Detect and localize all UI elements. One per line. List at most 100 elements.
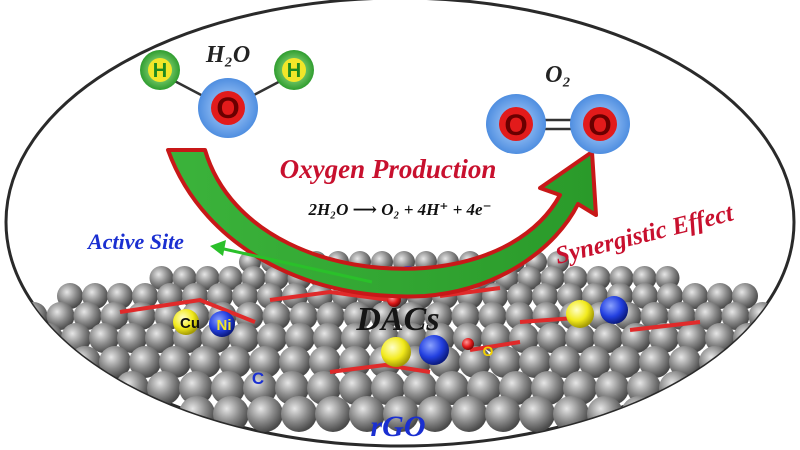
carbon-atom: [247, 396, 283, 432]
carbon-atom: [705, 323, 735, 353]
atom-o-label: O: [216, 92, 239, 125]
carbon-atom: [609, 346, 641, 378]
carbon-atom: [649, 323, 679, 353]
carbon-atom: [691, 371, 725, 405]
carbon-atom: [281, 396, 317, 432]
carbon-atom: [748, 302, 777, 330]
active-site-pointer-icon: [210, 240, 373, 284]
carbon-atom: [489, 346, 521, 378]
oxygen-small-label: O: [483, 343, 494, 359]
carbon-atom: [285, 323, 315, 353]
atom-h-right-label: H: [287, 60, 301, 82]
carbon-atom: [682, 283, 708, 309]
carbon-atom: [721, 302, 750, 330]
carbon-atom: [532, 283, 558, 309]
carbon-atom: [553, 396, 589, 432]
carbon-atom: [343, 302, 372, 330]
carbon-atom: [640, 302, 669, 330]
carbon-atom: [262, 302, 291, 330]
atom-h-left-label: H: [153, 60, 167, 82]
water-label: H₂O: [205, 42, 250, 68]
oxygen-production-label: Oxygen Production: [280, 154, 497, 184]
carbon-atom: [89, 323, 119, 353]
carbon-atom: [315, 396, 351, 432]
carbon-atom: [279, 346, 311, 378]
carbon-atom: [424, 302, 453, 330]
carbon-atom: [316, 302, 345, 330]
carbon-atom: [657, 283, 683, 309]
carbon-atom: [257, 323, 287, 353]
carbon-atom: [211, 371, 245, 405]
carbon-atom: [383, 396, 419, 432]
carbon-atom: [371, 371, 405, 405]
carbon-atom: [99, 346, 131, 378]
carbon-atom: [307, 283, 333, 309]
carbon-atom: [451, 302, 480, 330]
cu-ni-pair-left: [173, 309, 235, 337]
carbon-atom: [699, 346, 731, 378]
carbon-atom: [129, 346, 161, 378]
water-molecule-icon: H H O: [140, 50, 314, 138]
carbon-atom: [694, 302, 723, 330]
active-site-label: Active Site: [86, 229, 184, 254]
carbon-atom: [349, 396, 385, 432]
carbon-atom: [621, 323, 651, 353]
carbon-atom: [537, 323, 567, 353]
carbon-atom: [532, 302, 561, 330]
carbon-atom: [485, 396, 521, 432]
carbon-atom: [33, 323, 63, 353]
carbon-atom: [519, 396, 555, 432]
carbon-atom: [632, 266, 657, 290]
carbon-atom: [509, 323, 539, 353]
carbon-atom: [669, 346, 701, 378]
carbon-label: C: [252, 369, 264, 388]
reaction-equation: 2H₂O ⟶ O₂ + 4H⁺ + 4e⁻: [307, 200, 491, 219]
carbon-atom: [677, 323, 707, 353]
carbon-atom: [593, 323, 623, 353]
carbon-atom: [370, 302, 399, 330]
carbon-atom: [145, 323, 175, 353]
carbon-atom: [213, 396, 249, 432]
carbon-atom: [195, 266, 220, 290]
carbon-atom: [467, 371, 501, 405]
carbon-atom: [115, 371, 149, 405]
carbon-atom: [289, 302, 318, 330]
dacs-label: DACs: [355, 301, 439, 338]
carbon-atom: [579, 346, 611, 378]
carbon-atom: [249, 346, 281, 378]
carbon-atom: [729, 346, 761, 378]
carbon-atom: [39, 346, 71, 378]
carbon-atom: [6, 323, 35, 353]
carbon-atom: [117, 323, 147, 353]
carbon-atom: [313, 323, 343, 353]
carbon-atom: [147, 371, 181, 405]
carbon-atom: [478, 302, 507, 330]
carbon-atom: [761, 323, 791, 353]
carbon-atom: [69, 346, 101, 378]
carbon-atom: [565, 323, 595, 353]
cu-label: Cu: [180, 315, 200, 332]
carbon-atom: [341, 323, 371, 353]
rgo-label: rGO: [370, 410, 425, 443]
o2-atom-left-label: O: [504, 109, 527, 142]
carbon-atom: [73, 302, 102, 330]
carbon-atom: [403, 371, 437, 405]
carbon-atom: [100, 302, 129, 330]
carbon-atom: [435, 371, 469, 405]
oxygen-label: O₂: [545, 62, 571, 88]
carbon-atom: [235, 302, 264, 330]
carbon-atom: [179, 371, 213, 405]
carbon-atom: [499, 371, 533, 405]
cu-ni-pair-center: [381, 335, 474, 367]
o2-atom-right-label: O: [588, 109, 611, 142]
carbon-atom: [397, 302, 426, 330]
carbon-atom: [451, 396, 487, 432]
carbon-atom: [707, 283, 733, 309]
carbon-atom: [549, 346, 581, 378]
carbon-atom: [189, 346, 221, 378]
ni-label: Ni: [217, 317, 232, 334]
carbon-atom: [519, 346, 551, 378]
oxygen-molecule-icon: O O: [486, 94, 630, 154]
